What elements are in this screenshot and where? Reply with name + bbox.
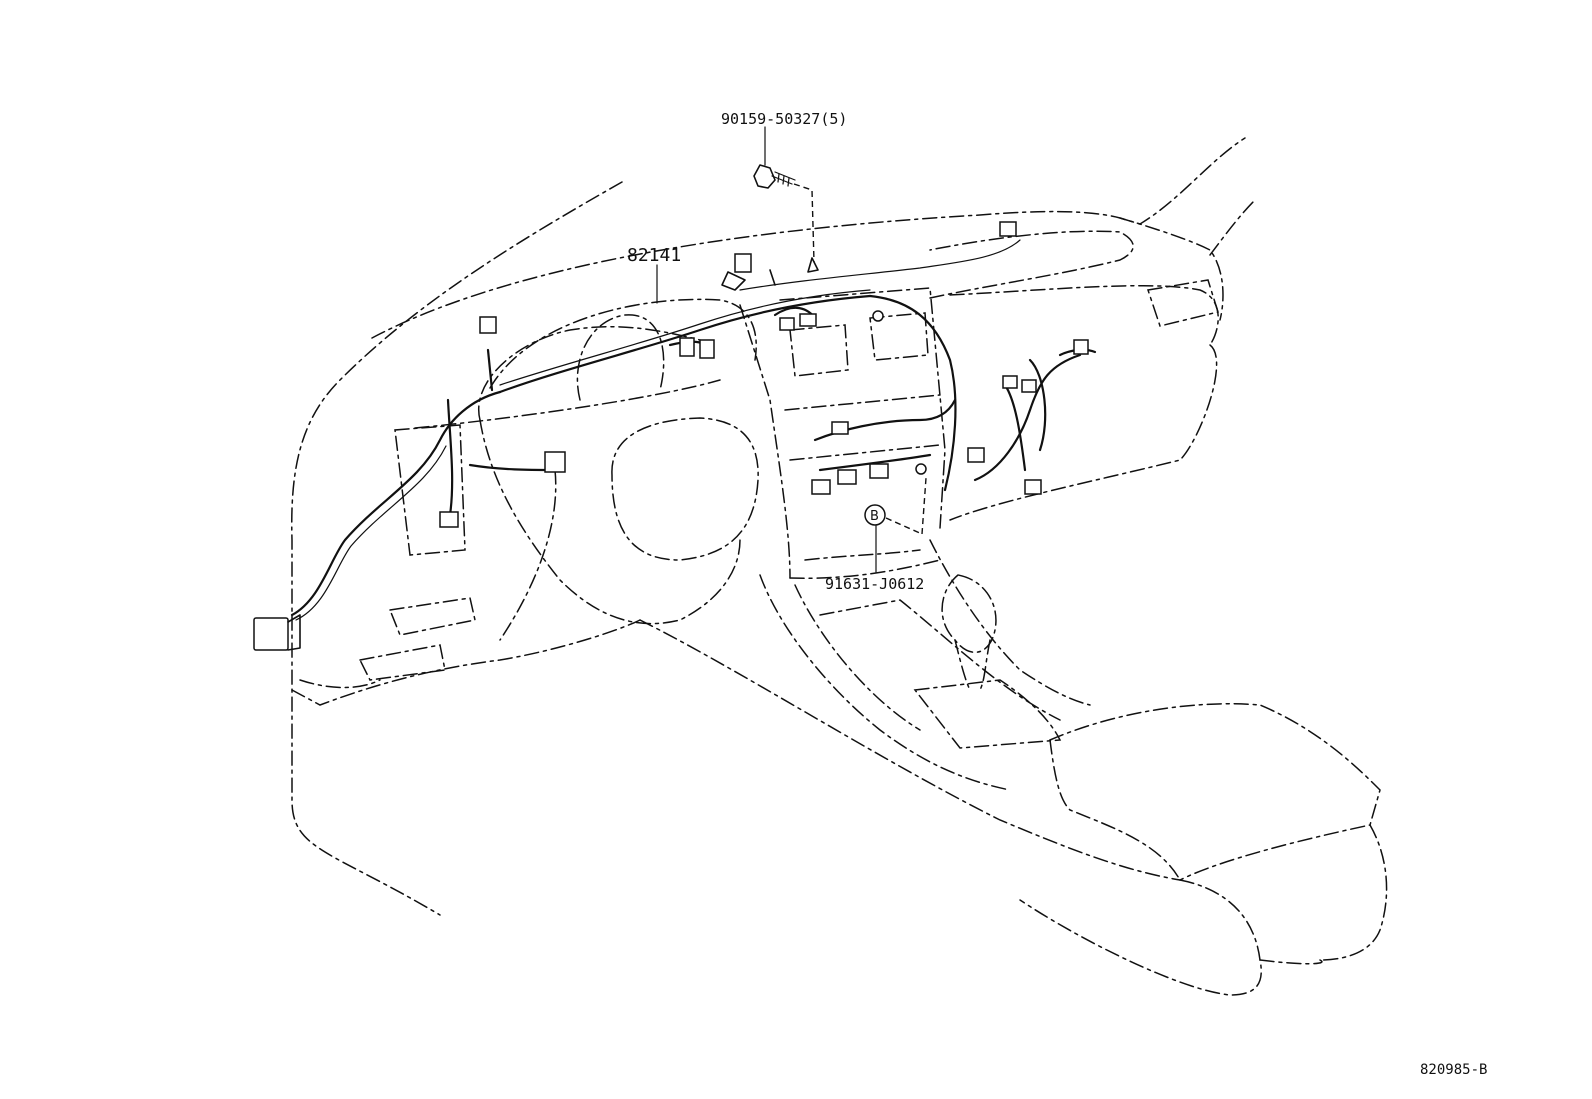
connector-cluster-left (544, 451, 566, 473)
connector-right-b (1002, 375, 1018, 389)
connector-right-e (1021, 379, 1037, 393)
connector-stack-a (779, 317, 795, 331)
wire-harness-82141 (290, 239, 1097, 621)
connectors (253, 221, 1089, 651)
center-console (819, 574, 1388, 996)
connector-center-d (831, 421, 849, 435)
callout-b-marker (864, 504, 886, 526)
connector-right-top (999, 221, 1017, 237)
center-stack (739, 287, 1091, 791)
connector-left-low (439, 511, 459, 528)
connector-center-b (837, 469, 857, 485)
instrument-cluster (477, 298, 759, 641)
connector-top-a (734, 253, 752, 273)
clamp-part-label: 91631-J0612 (825, 575, 924, 593)
left-panels (299, 424, 476, 689)
dashboard-outline (291, 137, 1256, 916)
connector-right-c (967, 447, 985, 463)
connector-right-d (1024, 479, 1042, 495)
clip-center (915, 463, 927, 475)
figure-reference: 820985-B (1420, 1062, 1487, 1078)
connector-cluster-b (699, 339, 715, 359)
connector-center-a (811, 479, 831, 495)
harness-part-label: 82141 (627, 245, 681, 266)
bolt-90159-50327 (753, 126, 815, 263)
connector-cluster-a (679, 337, 695, 357)
connector-right-a (1073, 339, 1089, 355)
clamp-91631-J0612: B (864, 477, 927, 573)
connector-left-top (479, 316, 497, 334)
connector-center-c (869, 463, 889, 479)
clip-stack (872, 310, 884, 322)
callout-b-letter: B (870, 509, 879, 524)
connector-left-kick (253, 617, 289, 651)
bolt-part-label: 90159-50327(5) (721, 110, 847, 128)
connector-stack-b (799, 313, 817, 327)
